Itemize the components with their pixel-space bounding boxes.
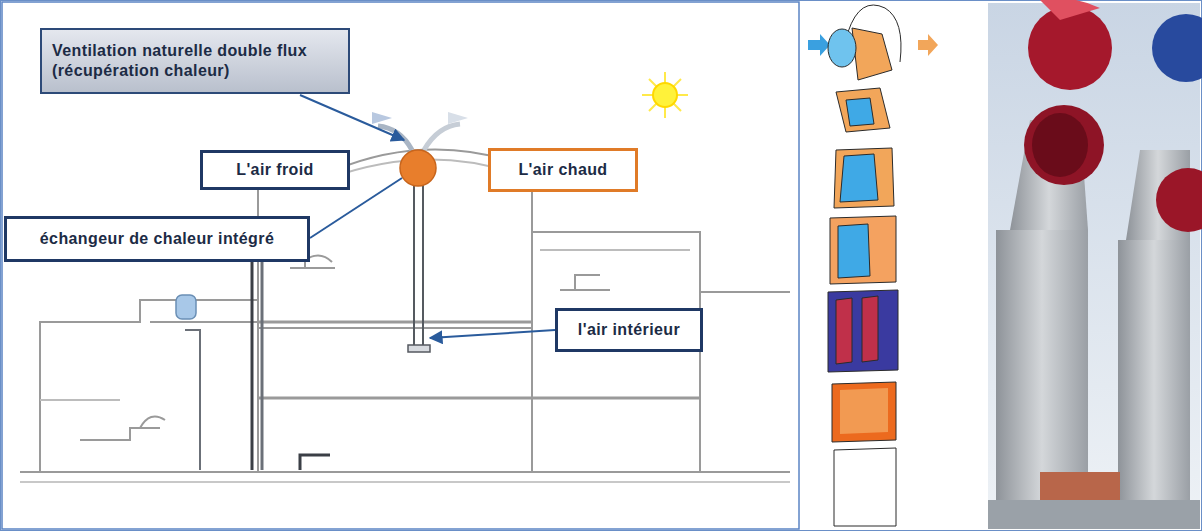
air-arrow bbox=[372, 112, 392, 124]
pipes bbox=[185, 240, 330, 470]
section bbox=[840, 154, 878, 202]
label-box: L'air chaud bbox=[488, 148, 638, 192]
photo-hood bbox=[1032, 113, 1088, 177]
central-block bbox=[258, 149, 532, 472]
chimney-hood bbox=[378, 126, 412, 150]
base-duct bbox=[834, 448, 896, 526]
photo-hood bbox=[1156, 168, 1202, 232]
ground-line bbox=[20, 471, 790, 473]
ground-line bbox=[20, 481, 790, 483]
floor bbox=[258, 321, 532, 324]
hood-orange bbox=[852, 28, 892, 80]
chimney-duct bbox=[414, 185, 423, 345]
sun-rays bbox=[642, 72, 688, 118]
fixture bbox=[80, 416, 165, 440]
inlet-arrow bbox=[808, 34, 830, 56]
pipe bbox=[251, 240, 254, 470]
sun bbox=[642, 72, 688, 118]
label-text: Ventilation naturelle double flux (récup… bbox=[52, 41, 318, 81]
label-box: L'air froid bbox=[200, 150, 350, 190]
fixture bbox=[560, 275, 610, 290]
left-floor bbox=[150, 321, 258, 323]
label-box: l'air intérieur bbox=[555, 308, 703, 352]
pipe bbox=[185, 330, 200, 470]
exploded-view bbox=[808, 5, 938, 526]
leader-arrow bbox=[300, 95, 404, 140]
far-right-roof bbox=[700, 291, 790, 293]
air-arrow bbox=[448, 112, 468, 124]
label-text: L'air chaud bbox=[518, 160, 607, 180]
label-box: échangeur de chaleur intégré bbox=[4, 216, 310, 262]
ceiling bbox=[540, 249, 690, 251]
panel-frame bbox=[2, 2, 799, 529]
photo-duct bbox=[1118, 240, 1190, 528]
building-sketch bbox=[20, 149, 790, 482]
hood-blue bbox=[828, 29, 856, 67]
heat-exchanger bbox=[400, 150, 436, 186]
photo-hood bbox=[1024, 105, 1104, 185]
floor bbox=[258, 397, 700, 400]
pipe bbox=[300, 455, 330, 470]
photo-roof bbox=[1040, 472, 1120, 500]
exchanger-core bbox=[828, 290, 898, 372]
photo-wall bbox=[988, 500, 1200, 529]
label-text: L'air froid bbox=[236, 160, 314, 180]
section bbox=[834, 148, 894, 208]
exchanger-plates bbox=[836, 296, 878, 364]
outlet-arrow bbox=[918, 34, 938, 56]
label-text: l'air intérieur bbox=[578, 320, 680, 340]
photo bbox=[988, 0, 1202, 529]
photo-hood bbox=[1040, 0, 1100, 20]
leader-arrow bbox=[430, 330, 555, 338]
photo-hood bbox=[1152, 14, 1202, 82]
photo-sky bbox=[988, 3, 1200, 529]
water-tank bbox=[176, 295, 196, 319]
section bbox=[836, 88, 890, 132]
fixture bbox=[40, 399, 120, 401]
leader-lines bbox=[300, 95, 555, 338]
sun-disc bbox=[653, 83, 677, 107]
title-box: Ventilation naturelle double flux (récup… bbox=[40, 28, 350, 94]
floor bbox=[258, 327, 532, 329]
chimney-hood bbox=[424, 124, 460, 150]
right-wing bbox=[532, 232, 700, 472]
pipe bbox=[261, 250, 264, 470]
section bbox=[830, 216, 896, 284]
label-text: échangeur de chaleur intégré bbox=[40, 229, 274, 249]
chimney-vent bbox=[408, 345, 430, 352]
chimney bbox=[372, 112, 468, 352]
section bbox=[846, 98, 874, 126]
section bbox=[832, 382, 896, 442]
section bbox=[838, 224, 870, 278]
left-wing bbox=[40, 300, 258, 472]
section bbox=[840, 388, 888, 434]
photo-hood bbox=[1028, 6, 1112, 90]
